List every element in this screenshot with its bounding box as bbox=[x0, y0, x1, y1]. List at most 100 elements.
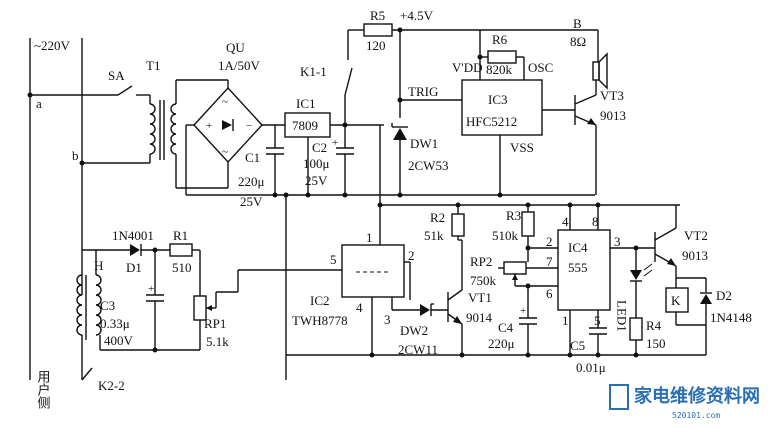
c3-label: C3 bbox=[100, 298, 115, 313]
c3-voltage: 400V bbox=[104, 333, 134, 348]
qu-label: QU bbox=[226, 40, 245, 55]
ic4-label: IC4 bbox=[568, 240, 588, 255]
r2-value: 51k bbox=[424, 228, 444, 243]
svg-text:5: 5 bbox=[594, 313, 601, 328]
sa-label: SA bbox=[108, 68, 125, 83]
c1-value: 220μ bbox=[238, 174, 265, 189]
capacitor-c2: + C2 100μ 25V bbox=[303, 122, 354, 195]
c1-label: C1 bbox=[245, 150, 260, 165]
ic3-label: IC3 bbox=[488, 92, 508, 107]
qu-rating: 1A/50V bbox=[218, 58, 261, 73]
indicator-led1: LED1 bbox=[615, 245, 653, 332]
potentiometer-rp2: RP2 750k bbox=[470, 245, 558, 288]
h-label: H bbox=[94, 258, 103, 273]
vt2-part: 9013 bbox=[682, 248, 708, 263]
svg-text:8: 8 bbox=[592, 214, 599, 229]
dw1-part: 2CW53 bbox=[408, 158, 448, 173]
svg-text:+: + bbox=[332, 137, 338, 149]
vt1-part: 9014 bbox=[466, 310, 493, 325]
c3-value: 0.33μ bbox=[100, 316, 130, 331]
svg-text:2: 2 bbox=[546, 234, 553, 249]
r4-value: 150 bbox=[646, 336, 666, 351]
vdd-label: V'DD bbox=[452, 60, 483, 75]
osc-label: OSC bbox=[528, 60, 553, 75]
d1-label: D1 bbox=[126, 260, 142, 275]
r2-label: R2 bbox=[430, 210, 445, 225]
transistor-vt3: VT3 9013 bbox=[574, 88, 626, 195]
svg-text:2: 2 bbox=[408, 248, 415, 263]
rp1-label: RP1 bbox=[204, 316, 226, 331]
capacitor-c5: C5 0.01μ bbox=[570, 327, 607, 375]
k22-label: K2-2 bbox=[98, 378, 125, 393]
node-b-label: b bbox=[72, 148, 79, 163]
vt2-label: VT2 bbox=[684, 228, 708, 243]
svg-text:3: 3 bbox=[384, 312, 391, 327]
d1-part: 1N4001 bbox=[112, 228, 154, 243]
vt3-part: 9013 bbox=[600, 108, 626, 123]
capacitor-c4: + C4 220μ bbox=[488, 283, 537, 355]
svg-text:1: 1 bbox=[366, 230, 373, 245]
svg-text:~: ~ bbox=[222, 146, 228, 158]
r1-label: R1 bbox=[173, 228, 188, 243]
relay-contact-k22: K2-2 用户侧 bbox=[35, 367, 125, 409]
diode-d2: D2 1N4148 bbox=[700, 278, 752, 325]
speaker-label: B bbox=[573, 16, 582, 31]
svg-text:~: ~ bbox=[222, 96, 228, 108]
bridge-rectifier-qu: QU 1A/50V ~ ~ + − bbox=[185, 40, 285, 195]
svg-text:3: 3 bbox=[614, 234, 621, 249]
zener-dw2: DW2 2CW11 bbox=[392, 303, 448, 357]
sound-ic3: IC3 HFC5212 V'DD OSC VSS bbox=[452, 30, 575, 195]
d2-label: D2 bbox=[716, 288, 732, 303]
transformer-t1: T1 bbox=[146, 58, 228, 189]
t1-label: T1 bbox=[146, 58, 160, 73]
watermark-site-name: 家电维修资料网 bbox=[634, 385, 760, 407]
r3-value: 510k bbox=[492, 228, 519, 243]
ic3-part: HFC5212 bbox=[466, 114, 517, 129]
led1-label: LED1 bbox=[615, 300, 630, 332]
svg-text:4: 4 bbox=[356, 300, 363, 315]
rp2-value: 750k bbox=[470, 273, 497, 288]
svg-text:1: 1 bbox=[562, 313, 569, 328]
r4-label: R4 bbox=[646, 318, 662, 333]
watermark-url: 520101.com bbox=[672, 411, 720, 420]
user-side-label: 用户侧 bbox=[35, 370, 51, 409]
capacitor-c1: C1 220μ 25V bbox=[238, 125, 284, 209]
speaker-value: 8Ω bbox=[570, 34, 586, 49]
switch-sa: SA bbox=[108, 68, 150, 96]
svg-text:−: − bbox=[246, 120, 252, 132]
transistor-vt1: VT1 9014 bbox=[447, 240, 493, 355]
r5-value: 120 bbox=[366, 38, 386, 53]
rp1-value: 5.1k bbox=[206, 334, 229, 349]
sensor-coil-h: H bbox=[76, 250, 103, 380]
timer-ic4: IC4 555 2 7 6 4 8 3 1 5 bbox=[546, 202, 655, 355]
c2-voltage: 25V bbox=[305, 173, 328, 188]
svg-text:+: + bbox=[520, 305, 526, 317]
resistor-r4: R4 150 bbox=[629, 317, 666, 355]
detection-input: 1N4001 D1 R1 510 + C3 0.33μ 400V RP1 5.1… bbox=[82, 228, 342, 353]
c5-value: 0.01μ bbox=[576, 360, 606, 375]
resistor-r2: R2 51k bbox=[424, 202, 465, 243]
ic2-part: TWH8778 bbox=[292, 313, 348, 328]
resistor-r3: R3 510k bbox=[492, 202, 558, 249]
r1-value: 510 bbox=[172, 260, 192, 275]
r6-value: 820k bbox=[486, 62, 513, 77]
speaker-b: B 8Ω bbox=[570, 16, 608, 95]
relay-k: K bbox=[665, 277, 706, 326]
c4-label: C4 bbox=[498, 320, 514, 335]
node-a-label: a bbox=[36, 96, 42, 111]
mains-label: ~220V bbox=[34, 38, 71, 53]
svg-text:4: 4 bbox=[562, 214, 569, 229]
c1-voltage: 25V bbox=[240, 194, 263, 209]
vt3-label: VT3 bbox=[600, 88, 624, 103]
svg-text:+: + bbox=[206, 120, 212, 132]
ic4-part: 555 bbox=[568, 260, 588, 275]
rp2-label: RP2 bbox=[470, 254, 492, 269]
svg-text:6: 6 bbox=[546, 286, 553, 301]
ic1-part: 7809 bbox=[292, 118, 318, 133]
d2-part: 1N4148 bbox=[710, 310, 752, 325]
dw2-label: DW2 bbox=[400, 323, 428, 338]
k11-label: K1-1 bbox=[300, 64, 327, 79]
relay-contact-k11: K1-1 bbox=[300, 29, 364, 125]
r6-label: R6 bbox=[492, 32, 508, 47]
transistor-vt2: VT2 9013 bbox=[654, 205, 708, 288]
